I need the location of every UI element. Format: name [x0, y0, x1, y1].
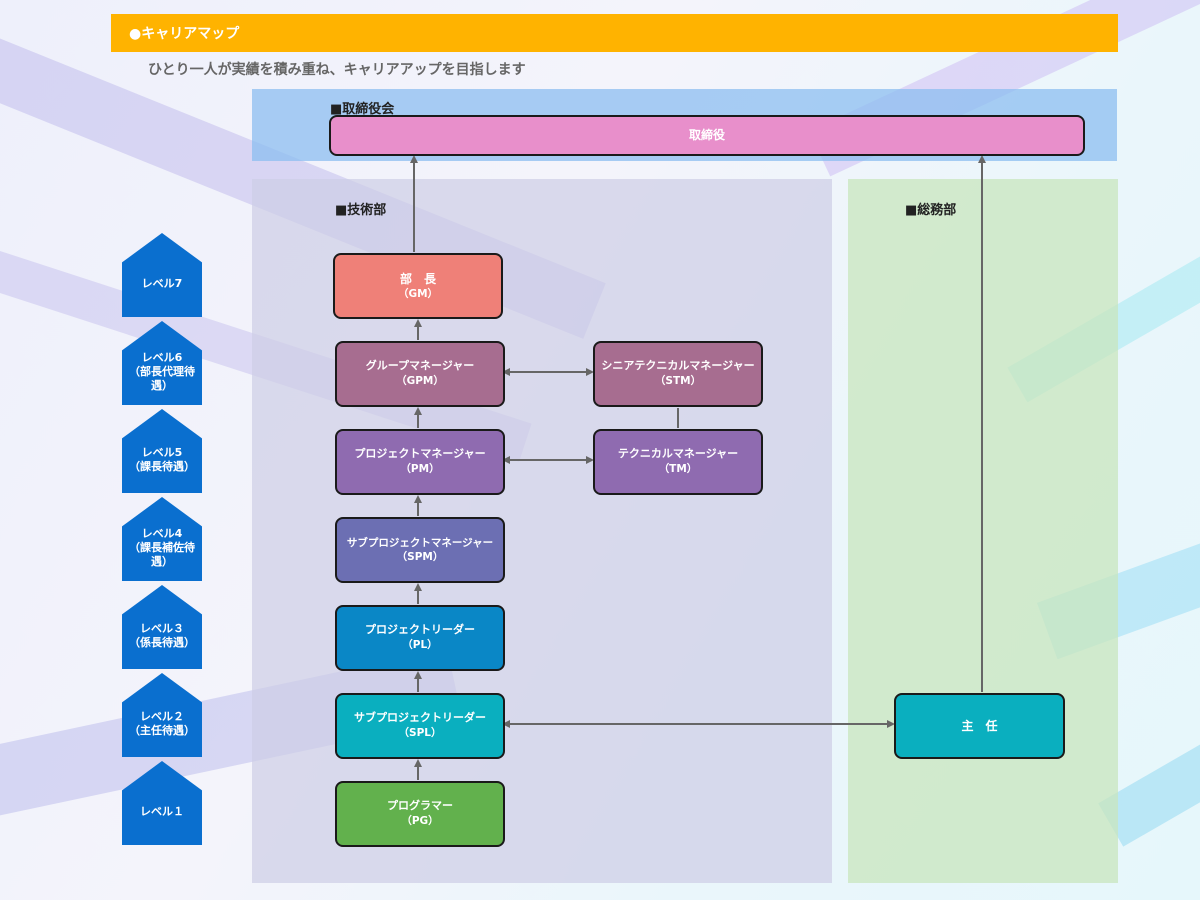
level-label: レベル２ — [140, 710, 184, 724]
gm-label: 部 長 — [399, 271, 436, 286]
stm-box: シニアテクニカルマネージャー （STM） — [593, 341, 763, 407]
gm-abbr: （GM） — [397, 288, 439, 300]
level-sub: （部長代理待遇） — [129, 365, 195, 392]
stm-label: シニアテクニカルマネージャー — [601, 359, 755, 373]
gm-box: 部 長 （GM） — [333, 253, 503, 319]
tm-label: テクニカルマネージャー — [617, 447, 739, 461]
pm-box: プロジェクトマネージャー （PM） — [335, 429, 505, 495]
level-label: レベル5 — [141, 446, 183, 460]
gpm-abbr: （GPM） — [396, 375, 444, 388]
level-label: レベル１ — [140, 805, 184, 819]
header-bar: ●キャリアマップ — [111, 14, 1118, 52]
level-sub: （主任待遇） — [129, 724, 195, 737]
spl-box: サブプロジェクトリーダー （SPL） — [335, 693, 505, 759]
tm-box: テクニカルマネージャー （TM） — [593, 429, 763, 495]
director-box: 取締役 — [329, 115, 1085, 156]
pl-label: プロジェクトリーダー — [365, 623, 475, 637]
pm-label: プロジェクトマネージャー — [354, 447, 486, 461]
tm-abbr: （TM） — [658, 463, 698, 476]
chief-box: 主 任 — [894, 693, 1065, 759]
level-sub: （係長待遇） — [129, 636, 195, 649]
admin-section-title: ■総務部 — [905, 203, 957, 218]
gpm-box: グループマネージャー （GPM） — [335, 341, 505, 407]
spm-box: サブプロジェクトマネージャー （SPM） — [335, 517, 505, 583]
stm-abbr: （STM） — [654, 375, 702, 388]
director-label: 取締役 — [688, 128, 725, 143]
pm-abbr: （PM） — [400, 463, 440, 476]
tech-section-title: ■技術部 — [335, 203, 387, 218]
spl-label: サブプロジェクトリーダー — [354, 711, 486, 725]
pg-box: プログラマー （PG） — [335, 781, 505, 847]
chief-label: 主 任 — [961, 718, 998, 733]
gpm-label: グループマネージャー — [365, 359, 475, 373]
pl-box: プロジェクトリーダー （PL） — [335, 605, 505, 671]
level-label: レベル３ — [140, 622, 184, 636]
level-label: レベル7 — [141, 277, 183, 291]
level-label: レベル4 — [141, 527, 183, 541]
spm-abbr: （SPM） — [396, 551, 444, 563]
board-section-title: ■取締役会 — [330, 102, 395, 117]
spm-label: サブプロジェクトマネージャー — [346, 536, 494, 549]
level-label: レベル6 — [141, 351, 183, 365]
header-title: ●キャリアマップ — [129, 26, 240, 42]
pg-abbr: （PG） — [401, 815, 439, 828]
pl-abbr: （PL） — [402, 639, 438, 652]
spl-abbr: （SPL） — [398, 727, 442, 740]
level-sub: （課長待遇） — [129, 460, 195, 473]
pg-label: プログラマー — [387, 799, 453, 813]
level-sub: （課長補佐待遇） — [129, 541, 195, 568]
page-subtitle: ひとり一人が実績を積み重ね、キャリアアップを目指します — [148, 62, 526, 78]
